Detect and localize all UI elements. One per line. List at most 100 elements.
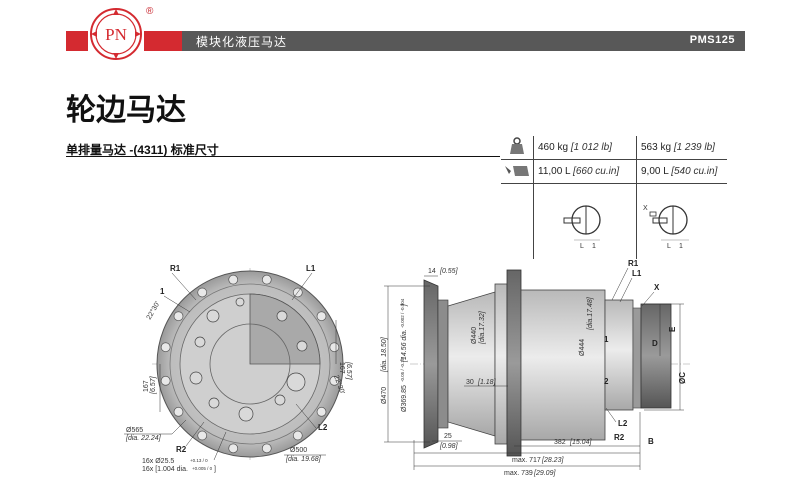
inner-ports [189,297,308,422]
svg-text:X: X [654,283,660,292]
front-view: R1 L1 1 22°30' 167 [6.57] 22°30' 167 [6.… [124,264,352,473]
svg-text:[dia. 22.24]: [dia. 22.24] [125,435,162,442]
bolt-hole [329,342,340,353]
svg-text:[dia.17.48]: [dia.17.48] [587,296,594,331]
svg-text:R1: R1 [170,264,181,273]
svg-text:max. 739: max. 739 [504,470,533,477]
svg-text:167: 167 [338,362,345,374]
svg-text:-0.05 / -0.10: -0.05 / -0.10 [400,357,405,382]
svg-text:[0.98]: [0.98] [439,443,459,450]
wheel-flange [423,279,439,449]
bolt-hole [173,406,184,417]
section-title: 模块化液压马达 [196,35,288,49]
svg-text:D: D [652,339,658,348]
svg-text:-0.002 / -0.004: -0.002 / -0.004 [400,298,405,328]
subtitle-rule [66,156,500,157]
bolt-hole [228,274,239,285]
svg-text:L: L [667,243,671,250]
svg-text:[15.04]: [15.04] [569,439,592,446]
svg-text:L2: L2 [618,419,628,428]
oil-value-2: 9,00 L [540 cu.in] [636,159,727,184]
oil-icon-cell [501,159,534,184]
mount-flange [506,269,522,457]
svg-text:30: 30 [466,379,474,386]
svg-text:[28.23]: [28.23] [541,457,564,464]
logo-text: PN [105,25,127,44]
svg-text:Ø500: Ø500 [290,447,307,454]
svg-text:Ø444: Ø444 [579,339,586,356]
svg-text:Ø565: Ø565 [126,427,143,434]
bolt-hole [316,311,327,322]
svg-text:[dia.17.32]: [dia.17.32] [479,310,486,345]
svg-text:[0.55]: [0.55] [439,268,459,275]
svg-text:1: 1 [592,243,596,250]
svg-text:[1.18]: [1.18] [477,379,497,386]
hub-body [447,291,496,437]
bolt-hole [316,406,327,417]
svg-text:L: L [580,243,584,250]
svg-text:L2: L2 [318,423,328,432]
svg-text:+0.13 / 0: +0.13 / 0 [190,458,208,463]
bolt-hole [160,342,171,353]
svg-text:R2: R2 [614,433,625,442]
oil-volume-icon [505,166,529,176]
svg-text:+0.005 / 0: +0.005 / 0 [192,466,213,471]
bolt-hole [228,443,239,454]
svg-text:R1: R1 [628,259,639,268]
registered-mark: ® [146,6,154,17]
header-accent-right [144,31,182,51]
weight-row: 460 kg [1 012 lb] 563 kg [1 239 lb] [501,136,727,160]
bolt-hole [173,311,184,322]
bolt-hole [197,430,208,441]
svg-text:[6.57]: [6.57] [345,361,352,381]
header-accent-left [66,31,88,51]
svg-text:]: ] [214,466,216,473]
svg-text:X: X [643,205,648,212]
svg-text:16x Ø25.5: 16x Ø25.5 [142,458,174,465]
svg-text:[29.09]: [29.09] [533,470,556,477]
bolt-hole [329,375,340,386]
svg-text:[6.57]: [6.57] [150,375,157,395]
svg-text:1: 1 [160,287,165,296]
svg-text:[dia. 18.50]: [dia. 18.50] [381,336,388,373]
svg-text:167: 167 [143,380,150,392]
oil-value-1: 11,00 L [660 cu.in] [533,159,637,184]
svg-text:1: 1 [679,243,683,250]
bolt-hole [292,430,303,441]
svg-text:R2: R2 [176,445,187,454]
header-bar: 模块化液压马达 PMS125 [182,31,745,51]
bolt-hole [261,443,272,454]
port-diagram-x-icon: X L 1 [643,205,689,250]
svg-text:Ø470: Ø470 [381,387,388,404]
svg-text:Ø369.85: Ø369.85 [401,385,408,412]
svg-text:L1: L1 [306,264,316,273]
spec-table: 460 kg [1 012 lb] 563 kg [1 239 lb] 11,0… [501,136,727,259]
oil-row: 11,00 L [660 cu.in] 9,00 L [540 cu.in] [501,159,727,184]
svg-text:ØC: ØC [678,372,687,384]
svg-text:E: E [668,326,677,332]
port-diagram-icon: L 1 [563,205,601,250]
side-view: Ø470 [dia. 18.50] Ø369.85 -0.05 / -0.10 … [381,259,690,477]
port-diagram-row: L 1 X L 1 [501,183,727,259]
svg-text:B: B [648,437,654,446]
bolt-hole [197,287,208,298]
svg-text:Ø440: Ø440 [471,327,478,344]
svg-text:22°30': 22°30' [145,300,162,321]
svg-text:1: 1 [604,335,609,344]
model-code: PMS125 [689,34,735,46]
svg-text:[14.56 dia.: [14.56 dia. [401,329,408,363]
svg-text:max. 717: max. 717 [512,457,541,464]
port-diagram-2: X L 1 [636,183,727,259]
svg-text:16x [1.004 dia.: 16x [1.004 dia. [142,466,188,473]
svg-text:[dia. 19.68]: [dia. 19.68] [285,456,322,463]
bolt-hole [160,375,171,386]
bolt-hole [261,274,272,285]
svg-text:14: 14 [428,268,436,275]
brake-cover [640,303,672,409]
svg-text:382: 382 [554,439,566,446]
page-title: 轮边马达 [66,94,186,127]
weight-icon [510,137,524,154]
page-subtitle: 单排量马达 -(4311) 标准尺寸 [66,143,219,157]
brand-logo-icon: PN [90,8,142,60]
